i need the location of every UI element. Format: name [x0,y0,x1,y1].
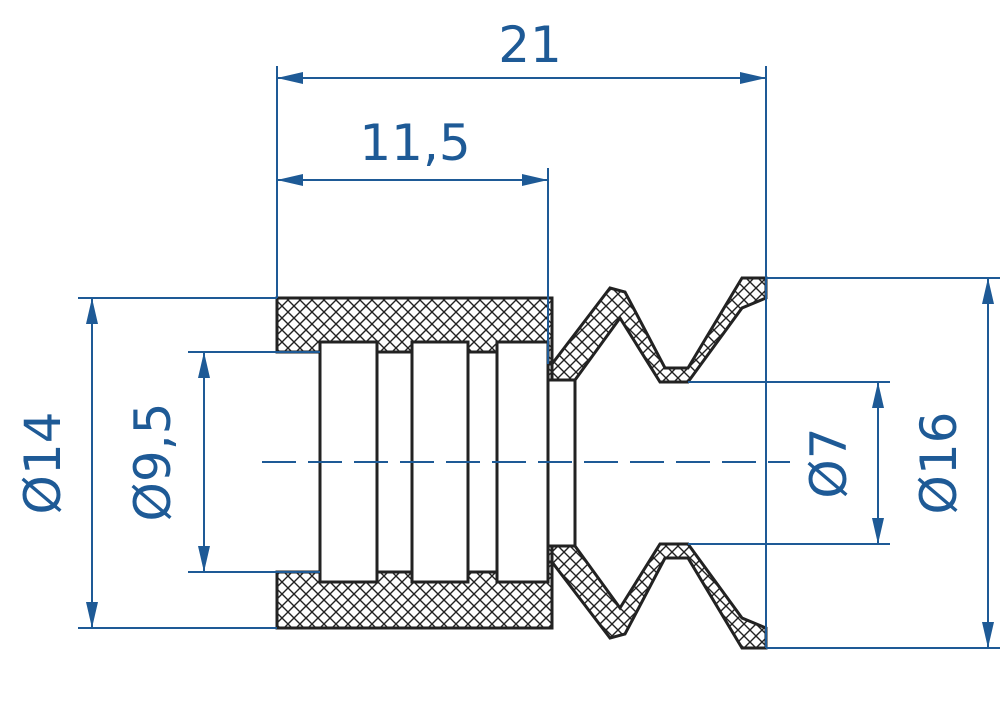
bellows-lower [550,542,768,650]
label-inner-diameter-body: Ø9,5 [124,403,182,522]
dimension-inner-diameter-body: Ø9,5 [124,352,210,572]
label-outer-diameter-bellow: Ø16 [910,412,968,515]
label-body-length: 11,5 [359,114,470,172]
dimension-inner-diameter-bellow: Ø7 [800,382,884,544]
extension-lines [78,66,1000,649]
label-overall-length: 21 [498,16,562,74]
bellows-upper [550,276,768,384]
label-inner-diameter-bellow: Ø7 [800,427,858,498]
dimension-body-length: 11,5 [277,114,548,186]
body-upper-wall [275,296,554,366]
dimension-overall-length: 21 [277,16,766,84]
dimension-outer-diameter-bellow: Ø16 [910,278,994,648]
dimension-outer-diameter-body: Ø14 [14,298,98,628]
label-outer-diameter-body: Ø14 [14,412,72,515]
